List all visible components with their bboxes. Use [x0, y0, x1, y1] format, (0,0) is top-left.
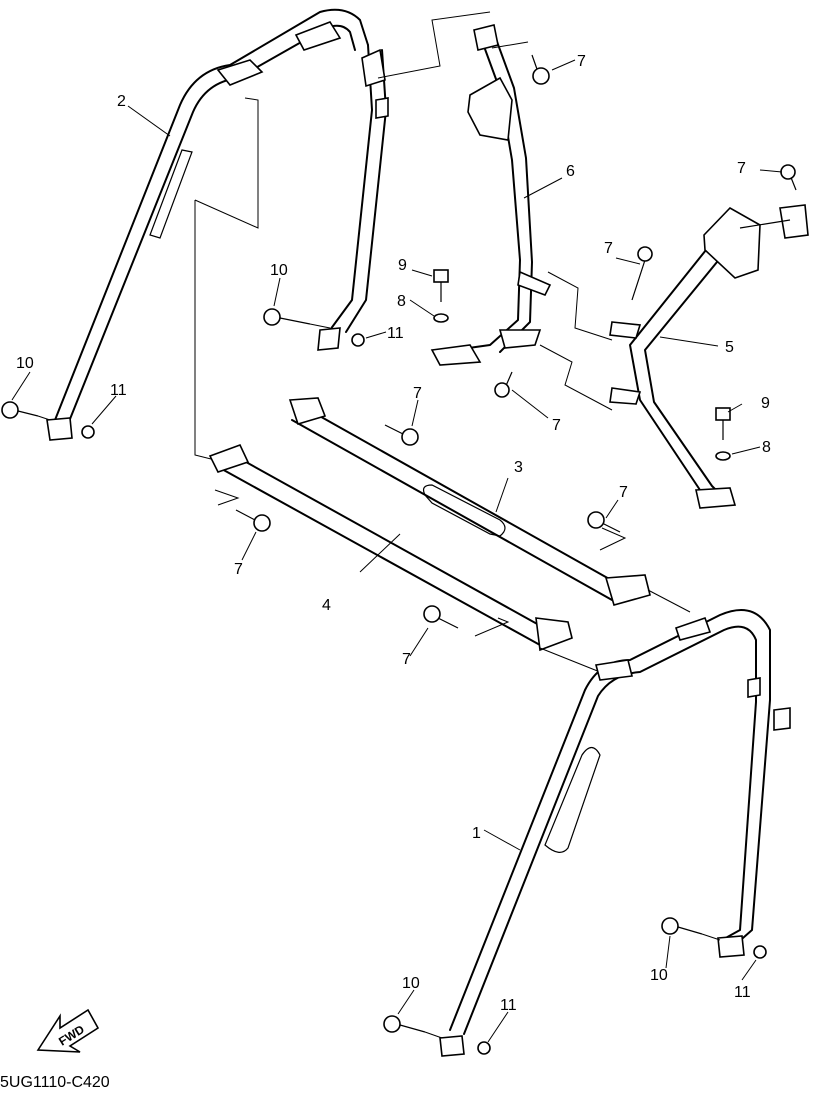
- bracket-part-5: [609, 204, 809, 509]
- callout-7-mid: 7: [604, 240, 613, 257]
- bolt-7-bottom: [423, 605, 459, 629]
- callout-11-bottom: 11: [500, 997, 517, 1014]
- bolt-7-lower-mid: [494, 371, 513, 398]
- callout-7-crossbar-3: 7: [413, 385, 422, 402]
- callout-5: 5: [725, 339, 734, 356]
- callout-10-left: 10: [16, 355, 34, 372]
- bolt-10-top: [263, 308, 365, 347]
- bolt-7-top: [531, 54, 550, 85]
- callout-9-right: 9: [761, 395, 770, 412]
- bolt-7-top-right: [780, 164, 797, 191]
- callout-11-right: 11: [734, 984, 751, 1001]
- bolt-7-right: [587, 511, 621, 533]
- callout-10-bottom: 10: [402, 975, 420, 992]
- rollbar-front-part-1: [439, 609, 791, 1057]
- callout-2: 2: [117, 93, 126, 110]
- callout-3: 3: [514, 459, 523, 476]
- callout-11-top: 11: [387, 325, 404, 342]
- bolt-7-left: [235, 509, 271, 532]
- callout-8-left: 8: [397, 293, 406, 310]
- crossbar-part-3: [288, 397, 651, 606]
- callout-9-left: 9: [398, 257, 407, 274]
- bolt-9-left: [433, 269, 449, 323]
- callout-7-lower-mid: 7: [552, 417, 561, 434]
- callout-7-left: 7: [234, 561, 243, 578]
- drawing-code: 5UG1110-C420: [0, 1074, 110, 1091]
- callout-11-left: 11: [110, 382, 127, 399]
- side-bracket-part-6: [430, 24, 552, 366]
- bolt-10-left: [1, 401, 95, 439]
- crossbar-part-4: [208, 443, 573, 652]
- callout-10-right: 10: [650, 967, 668, 984]
- bolt-7-mid: [631, 246, 653, 301]
- callout-8-right: 8: [762, 439, 771, 456]
- callout-10-top: 10: [270, 262, 288, 279]
- bolt-9-right: [715, 407, 731, 461]
- callout-7-top-right: 7: [737, 160, 746, 177]
- rollbar-rear-part-2: [46, 8, 389, 441]
- bolt-10-bottom: [383, 1015, 491, 1055]
- callout-6: 6: [566, 163, 575, 180]
- callout-7-right: 7: [619, 484, 628, 501]
- callout-4: 4: [322, 597, 331, 614]
- bolt-10-right: [661, 917, 767, 959]
- bolt-7-crossbar-3: [384, 424, 419, 446]
- callout-1: 1: [472, 825, 481, 842]
- callout-7-bottom: 7: [402, 651, 411, 668]
- callout-7-top: 7: [577, 53, 586, 70]
- fwd-arrow-icon: FWD: [36, 1008, 100, 1053]
